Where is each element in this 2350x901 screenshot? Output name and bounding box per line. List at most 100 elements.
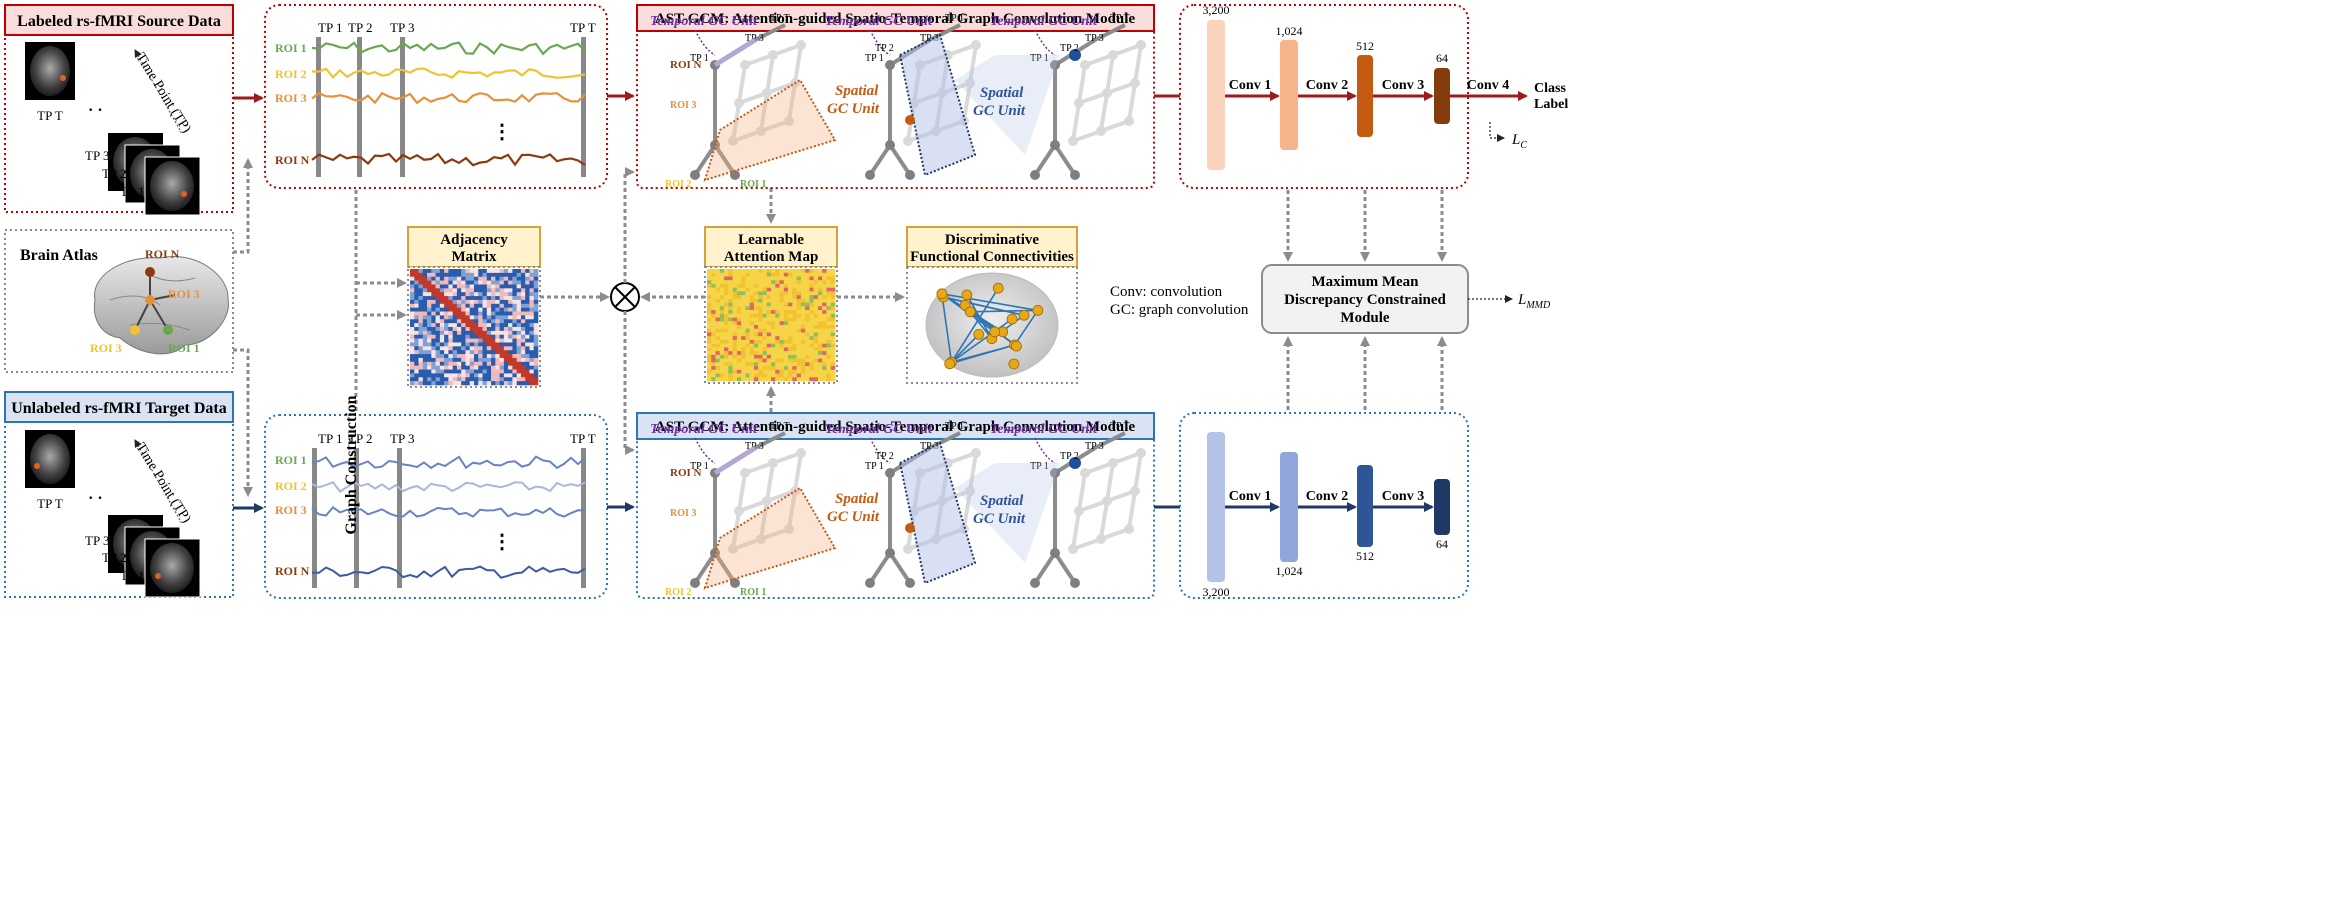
target-roi2-series — [311, 480, 586, 493]
source-conv4-label: Conv 4 — [1467, 78, 1509, 93]
atlas-roi3-label: ROI 3 — [168, 287, 200, 301]
source-dots: · · — [88, 102, 103, 119]
svg-text:TP T: TP T — [945, 13, 965, 24]
source-gcm-panel: AST-GCM: Attention-guided Spatio-Tempora… — [636, 4, 1155, 190]
source-vdots: ⋮ — [492, 119, 512, 143]
target-size-512: 512 — [1356, 549, 1374, 563]
source-series-tp2: TP 2 — [348, 20, 372, 35]
source-brain-stack — [108, 133, 201, 216]
svg-text:TP 2: TP 2 — [875, 451, 894, 462]
svg-text:Temporal GC Unit: Temporal GC Unit — [650, 422, 758, 437]
target-tp3-label: TP 3 — [85, 533, 109, 548]
svg-text:GC Unit: GC Unit — [973, 103, 1026, 119]
source-layer-1024 — [1280, 40, 1298, 150]
svg-text:TP T: TP T — [1110, 421, 1130, 432]
brain-atlas-panel: Brain Atlas ROI N ROI 3 ROI 3 ROI 1 — [4, 229, 234, 373]
target-title-box — [4, 391, 234, 423]
svg-text:TP 2: TP 2 — [875, 43, 894, 54]
adjacency-title-line1: Adjacency — [440, 232, 508, 248]
source-layer-64 — [1434, 68, 1450, 124]
attention-title-line1: Learnable — [738, 232, 804, 248]
atlas-roi1-label: ROI 1 — [168, 341, 200, 355]
class-label-line2: Label — [1534, 97, 1568, 112]
source-roi3-series — [311, 91, 586, 105]
adjacency-matrix-panel: Adjacency Matrix — [407, 226, 541, 388]
source-conv1-label: Conv 1 — [1229, 78, 1271, 93]
target-classifier-panel: 3,200 1,024 512 64 Conv 1 Conv 2 Conv 3 — [1179, 412, 1469, 599]
target-time-arrow — [134, 439, 181, 521]
source-series-tp3: TP 3 — [390, 20, 414, 35]
class-loss-label: LC — [1511, 132, 1527, 151]
svg-text:Spatial: Spatial — [980, 493, 1024, 509]
svg-text:GC Unit: GC Unit — [827, 509, 880, 525]
svg-text:TP T: TP T — [770, 13, 790, 24]
mmd-title-line3: Module — [1340, 310, 1390, 326]
source-roi1-series — [311, 41, 586, 56]
source-series-panel: TP 1 TP 2 TP 3 TP T ROI 1 ROI 2 ROI 3 RO… — [264, 4, 608, 189]
target-conv2-label: Conv 2 — [1306, 489, 1348, 504]
fc-title-box — [906, 226, 1078, 268]
svg-text:Temporal GC Unit: Temporal GC Unit — [650, 14, 758, 29]
svg-text:TP 1: TP 1 — [690, 461, 709, 472]
target-gcm-title: AST-GCM: Attention-guided Spatio-Tempora… — [655, 419, 1136, 435]
class-label-line1: Class — [1534, 81, 1566, 96]
source-input-panel: Labeled rs-fMRI Source Data TP T Time Po… — [4, 4, 234, 216]
source-roi1-label: ROI 1 — [275, 41, 307, 55]
svg-text:GC Unit: GC Unit — [827, 101, 880, 117]
source-brain-first — [25, 42, 75, 100]
svg-text:TP 3: TP 3 — [920, 441, 939, 452]
fc-connectivity-network — [936, 282, 1044, 370]
source-roin-label: ROI N — [275, 153, 310, 167]
source-roi2-series — [312, 67, 586, 79]
svg-text:ROI 2: ROI 2 — [665, 587, 691, 598]
source-title: Labeled rs-fMRI Source Data — [17, 13, 221, 30]
source-roin-series — [311, 152, 586, 167]
source-roi2-label: ROI 2 — [275, 67, 307, 81]
target-dots: · · — [88, 490, 103, 507]
svg-text:ROI 3: ROI 3 — [670, 100, 696, 111]
target-conv1-label: Conv 1 — [1229, 489, 1271, 504]
svg-text:TP 3: TP 3 — [920, 33, 939, 44]
atlas-to-source-arrow — [233, 158, 253, 254]
target-roi2-label: ROI 2 — [275, 479, 307, 493]
target-input-panel: Unlabeled rs-fMRI Target Data TP T Time … — [4, 391, 234, 598]
mmd-title-line1: Maximum Mean — [1311, 274, 1419, 290]
source-tp2-label: TP 2 — [102, 166, 126, 181]
target-series-panel: TP 1 TP 2 TP 3 TP T ROI 1 ROI 2 ROI 3 RO… — [264, 414, 608, 599]
target-gcm-graphs: Temporal GC Unit TP 1 TP 3 TP T ROI N ROI 3 RO… — [650, 421, 1146, 598]
svg-text:ROI 3: ROI 3 — [670, 508, 696, 519]
source-tp-t-label: TP T — [37, 108, 63, 123]
target-roin-label: ROI N — [275, 564, 310, 578]
target-size-1024: 1,024 — [1276, 564, 1303, 578]
target-roi1-series — [311, 455, 586, 470]
source-series-tpt: TP T — [570, 20, 596, 35]
target-vdots: ⋮ — [492, 529, 512, 553]
source-time-arrow — [134, 49, 181, 131]
svg-text:GC Unit: GC Unit — [973, 511, 1026, 527]
source-conv3-label: Conv 3 — [1382, 78, 1424, 93]
target-size-64: 64 — [1436, 537, 1448, 551]
mmd-module: Maximum Mean Discrepancy Constrained Mod… — [1261, 264, 1469, 334]
target-gcm-panel: AST-GCM: Attention-guided Spatio-Tempora… — [636, 412, 1155, 599]
target-layer-64 — [1434, 479, 1450, 535]
source-layer-3200 — [1207, 20, 1225, 170]
target-size-3200: 3,200 — [1203, 585, 1230, 599]
fc-title-line1: Discriminative — [945, 232, 1039, 248]
svg-text:Spatial: Spatial — [835, 491, 879, 507]
svg-text:TP 3: TP 3 — [1085, 441, 1104, 452]
svg-text:Spatial: Spatial — [980, 85, 1024, 101]
target-series-tpt: TP T — [570, 431, 596, 446]
target-brain-first — [25, 430, 75, 488]
legend-gc: GC: graph convolution — [1110, 302, 1249, 318]
svg-text:ROI 2: ROI 2 — [665, 179, 691, 190]
source-tp1-label: TP 1 — [120, 184, 144, 199]
atlas-title: Brain Atlas — [20, 247, 98, 264]
svg-text:TP T: TP T — [945, 421, 965, 432]
svg-text:TP 1: TP 1 — [690, 53, 709, 64]
graph-construction-label: Graph Construction — [343, 395, 360, 534]
svg-text:ROI N: ROI N — [670, 467, 702, 479]
svg-text:TP 1: TP 1 — [865, 461, 884, 472]
functional-connectivity-panel: Discriminative Functional Connectivities — [906, 226, 1078, 384]
class-loss-arrow — [1489, 122, 1505, 142]
